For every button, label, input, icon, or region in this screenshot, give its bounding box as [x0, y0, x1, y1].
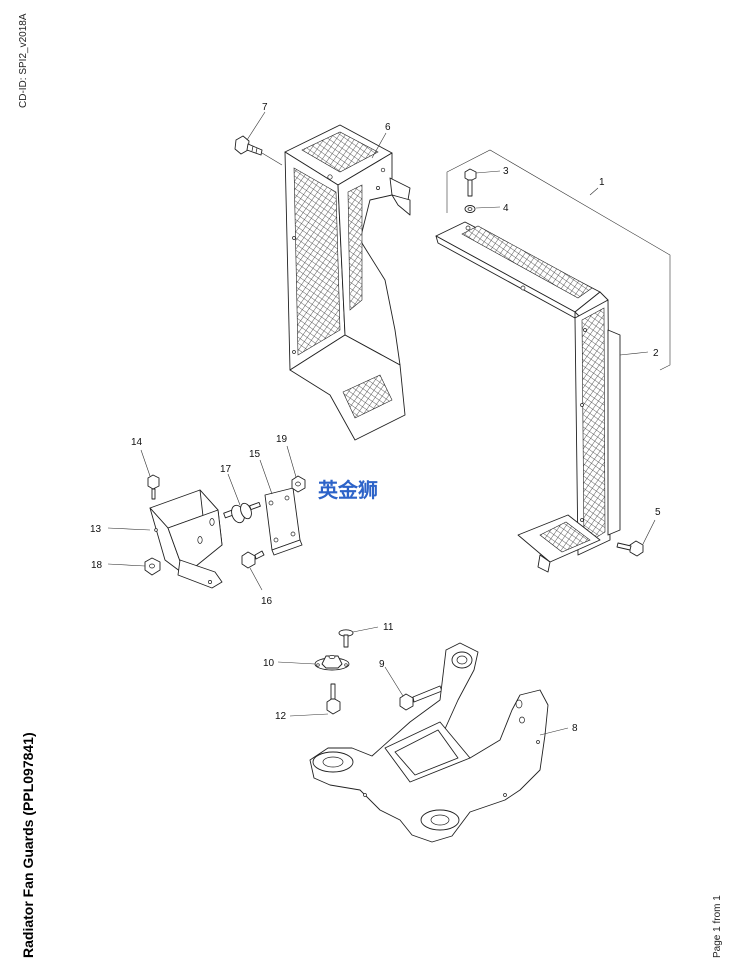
- callout-13: 13: [90, 524, 102, 535]
- bolt-14: [140, 449, 160, 500]
- bolt-16: [241, 550, 265, 591]
- fan-guard-left: [284, 124, 411, 441]
- callout-bracket-1: [446, 149, 671, 371]
- bolt-3: [464, 168, 501, 197]
- bolt-9: [384, 666, 443, 711]
- callout-17: 17: [220, 464, 232, 475]
- isolator-17: [223, 473, 261, 524]
- callout-3: 3: [503, 166, 509, 177]
- callout-11: 11: [383, 622, 394, 633]
- mount-10: [277, 655, 350, 671]
- callout-9: 9: [379, 659, 385, 670]
- callout-1: 1: [599, 177, 605, 188]
- frame-8: [309, 642, 569, 843]
- fan-guard-right: [435, 221, 621, 573]
- mounting-plate-15: [259, 459, 303, 556]
- nut-19: [286, 445, 306, 493]
- callout-15: 15: [249, 449, 261, 460]
- washer-4: [464, 205, 501, 213]
- callout-12: 12: [275, 711, 287, 722]
- callout-5: 5: [655, 507, 661, 518]
- bolt-12: [289, 683, 341, 717]
- callout-14: 14: [131, 437, 143, 448]
- bolt-7: [234, 135, 283, 166]
- callout-10: 10: [263, 658, 275, 669]
- nut-18: [107, 557, 161, 576]
- callout-7: 7: [262, 102, 268, 113]
- callout-4: 4: [503, 203, 509, 214]
- callout-19: 19: [276, 434, 288, 445]
- callout-2: 2: [653, 348, 659, 359]
- callout-8: 8: [572, 723, 578, 734]
- mounting-bracket-13: [107, 489, 223, 589]
- callout-18: 18: [91, 560, 103, 571]
- screw-11: [338, 626, 379, 648]
- callout-16: 16: [261, 596, 273, 607]
- watermark-text: 英金狮: [318, 478, 378, 502]
- bolt-5: [616, 519, 656, 557]
- callout-6: 6: [385, 122, 391, 133]
